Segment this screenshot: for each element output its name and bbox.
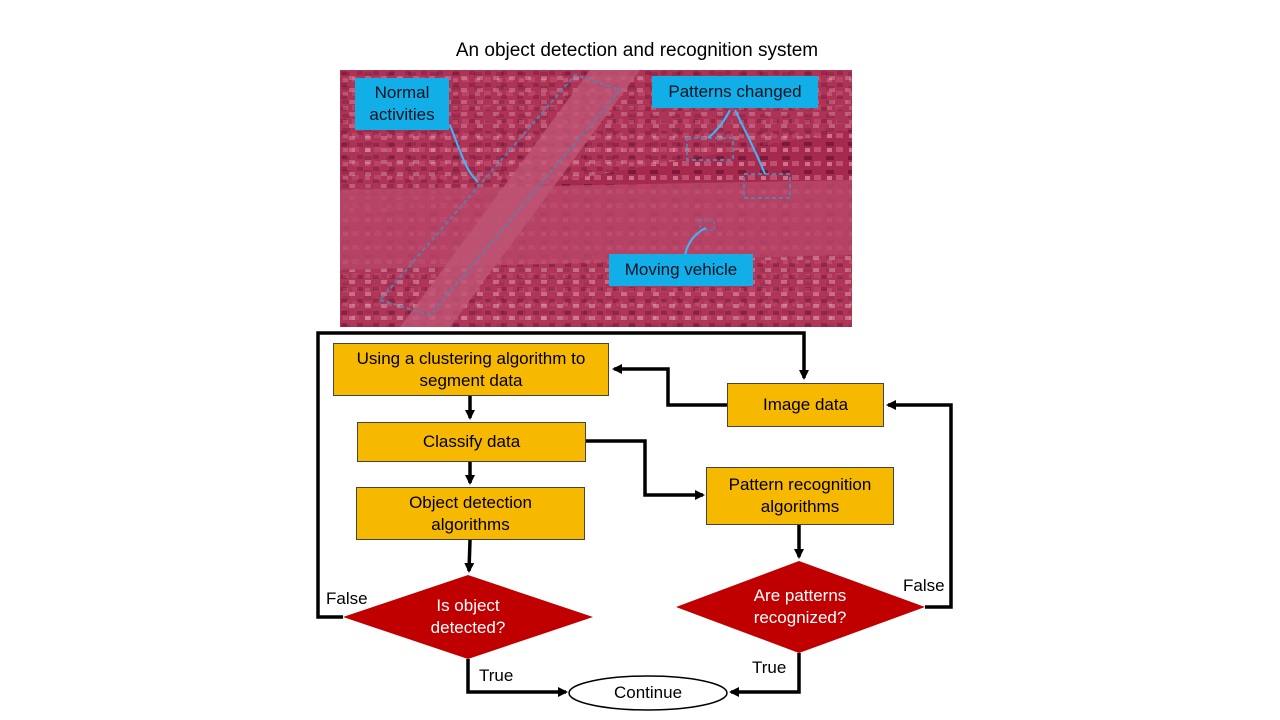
callout-moving-vehicle: Moving vehicle (609, 254, 753, 286)
pattern-recognition-line1: Pattern recognition (728, 475, 872, 494)
clustering-line1: Using a clustering algorithm to (356, 348, 586, 368)
callout-normal-line2: activities (369, 105, 435, 124)
edge-image-to-clustering (612, 364, 728, 407)
clustering-box: Using a clustering algorithm to segment … (333, 343, 609, 396)
edge-detection-to-decision (464, 539, 475, 573)
is-object-detected-label: Is object detected? (393, 594, 543, 640)
edge-true-right (729, 653, 801, 697)
classify-data-box: Classify data (357, 422, 586, 462)
edge-true-left (466, 659, 568, 697)
classify-data-label: Classify data (422, 432, 521, 451)
is-object-detected-line1: Is object (436, 596, 500, 615)
is-object-detected-line2: detected? (430, 618, 506, 637)
image-data-box: Image data (727, 383, 884, 427)
callout-normal-activities: Normal activities (355, 78, 449, 130)
callout-vehicle-label: Moving vehicle (624, 260, 738, 279)
clustering-line2: segment data (419, 370, 523, 390)
edge-false-left-loop (316, 331, 809, 619)
edge-classify-to-pattern (585, 439, 705, 500)
pattern-recognition-box: Pattern recognition algorithms (706, 467, 894, 525)
object-detection-line1: Object detection (409, 492, 532, 512)
are-patterns-recognized-line2: recognized? (753, 608, 847, 627)
true-label-right: True (752, 658, 787, 677)
true-label-left: True (479, 666, 514, 685)
edge-false-right-loop (886, 400, 953, 609)
are-patterns-recognized-line1: Are patterns (753, 586, 847, 605)
callout-patterns-changed: Patterns changed (652, 76, 818, 108)
image-data-label: Image data (762, 395, 849, 414)
decision-diamond-right (676, 561, 925, 653)
callout-patterns-label: Patterns changed (668, 82, 802, 101)
object-detection-box: Object detection algorithms (356, 487, 585, 540)
are-patterns-recognized-label: Are patterns recognized? (724, 584, 876, 630)
false-label-right: False (903, 576, 945, 595)
object-detection-line2: algorithms (431, 514, 510, 534)
diagram-title: An object detection and recognition syst… (455, 40, 819, 61)
pattern-recognition-line2: algorithms (760, 497, 840, 516)
decision-diamond-left (343, 575, 593, 659)
false-label-left: False (326, 589, 368, 608)
callout-normal-line1: Normal (374, 83, 430, 102)
terminal-ellipse (568, 675, 728, 711)
continue-label: Continue (613, 683, 683, 702)
